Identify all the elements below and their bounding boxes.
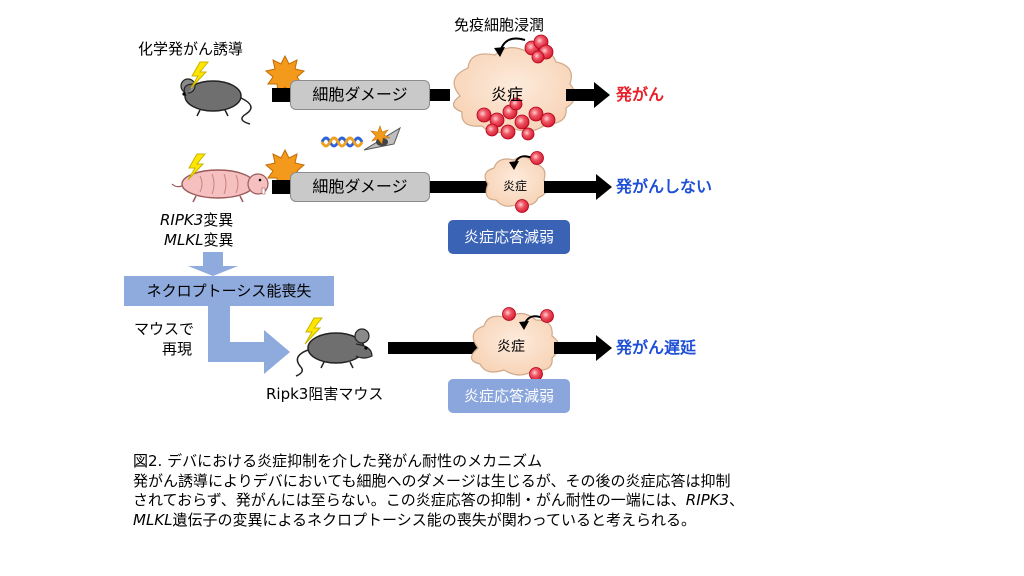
caption-gene-mlkl: MLKL	[133, 510, 173, 529]
dna-icon	[320, 136, 364, 148]
inflammation-label-large: 炎症	[491, 85, 524, 104]
caption-gene-ripk3: RIPK3	[685, 491, 730, 509]
reproduce-arrow	[188, 252, 290, 374]
mutation-label-ripk3: RIPK3変異	[160, 211, 233, 229]
outcome-no-carcinogenesis: 発がんしない	[616, 177, 713, 196]
gene-ripk3: RIPK3	[160, 211, 204, 229]
mouse-icon	[180, 78, 252, 125]
lightning-icon	[304, 317, 324, 345]
cell-damage-box-1: 細胞ダメージ	[290, 80, 430, 110]
caption-line-2-text: されておらず、発がんには至らない。この炎症応答の抑制・がん耐性の一端には、	[133, 491, 686, 509]
gene-mlkl: MLKL	[164, 231, 204, 249]
mutation-suffix: 変異	[203, 231, 234, 249]
naked-mole-rat-icon	[171, 169, 269, 203]
inflammation-label-small: 炎症	[503, 179, 528, 193]
immune-infiltration-label: 免疫細胞浸潤	[454, 16, 545, 34]
caption-line-2: されておらず、発がんには至らない。この炎症応答の抑制・がん耐性の一端には、RIP…	[133, 491, 913, 511]
lightning-icon	[187, 153, 207, 181]
mutation-label-mlkl: MLKL変異	[164, 231, 234, 249]
mouse-reproduce-label-2: 再現	[162, 340, 193, 358]
outcome-carcinogenesis: 発がん	[616, 85, 665, 104]
caption-line-1: 発がん誘導によりデバにおいても細胞へのダメージは生じるが、その後の炎症応答は抑制	[133, 471, 731, 490]
ripk3-inhibited-mouse-label: Ripk3阻害マウス	[266, 385, 384, 403]
bar-row3	[388, 342, 480, 354]
cell-damage-box-2: 細胞ダメージ	[290, 172, 430, 202]
inflammation-label-mid: 炎症	[497, 339, 525, 355]
immune-cell-icon	[363, 125, 401, 151]
necroptosis-loss-banner: ネクロプトーシス能喪失	[124, 276, 334, 306]
caption-line-3: MLKL遺伝子の変異によるネクロプトーシス能の喪失が関わっていると考えられる。	[133, 511, 913, 531]
weakened-inflammation-panel-1: 炎症応答減弱	[448, 220, 570, 254]
arrow-row1	[566, 82, 610, 108]
caption-line-2-end: 、	[729, 491, 745, 509]
arrow-row3	[554, 335, 612, 361]
immune-cells-row1	[476, 34, 556, 141]
mutation-suffix: 変異	[203, 211, 234, 229]
mouse-reproduce-label-1: マウスで	[134, 320, 195, 338]
caption-title: 図2. デバにおける炎症抑制を介した発がん耐性のメカニズム	[133, 452, 543, 470]
figure-caption: 図2. デバにおける炎症抑制を介した発がん耐性のメカニズム 発がん誘導によりデバ…	[133, 452, 913, 530]
mouse-icon	[295, 328, 373, 377]
cloud-icon	[484, 156, 548, 207]
outcome-delayed: 発がん遅延	[616, 338, 697, 357]
lightning-icon	[190, 61, 210, 89]
caption-line-3-text: 遺伝子の変異によるネクロプトーシス能の喪失が関わっていると考えられる。	[172, 510, 697, 529]
arrow-row2	[544, 174, 612, 200]
chemical-carcinogenesis-label: 化学発がん誘導	[138, 40, 244, 58]
weakened-inflammation-panel-2: 炎症応答減弱	[448, 379, 570, 413]
